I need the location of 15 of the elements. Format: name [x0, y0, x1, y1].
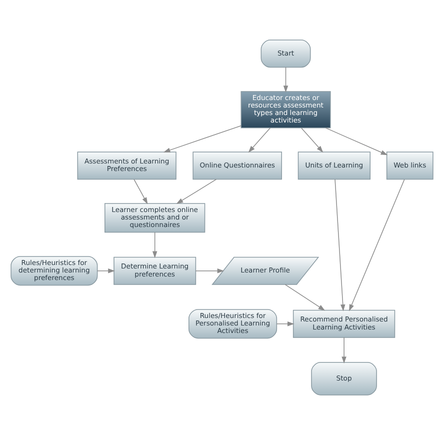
arrow: [325, 127, 388, 155]
arrow: [284, 284, 326, 310]
arrow: [300, 127, 324, 152]
arrow: [134, 178, 148, 204]
arrow: [195, 268, 224, 273]
arrow: [276, 320, 294, 326]
arrow: [163, 124, 242, 152]
arrow: [334, 178, 346, 311]
arrow: [97, 268, 115, 273]
arrow: [349, 178, 405, 311]
arrow: [152, 232, 158, 258]
arrow: [342, 336, 346, 363]
arrow: [176, 178, 217, 204]
arrow: [283, 66, 288, 92]
arrow: [248, 127, 271, 152]
